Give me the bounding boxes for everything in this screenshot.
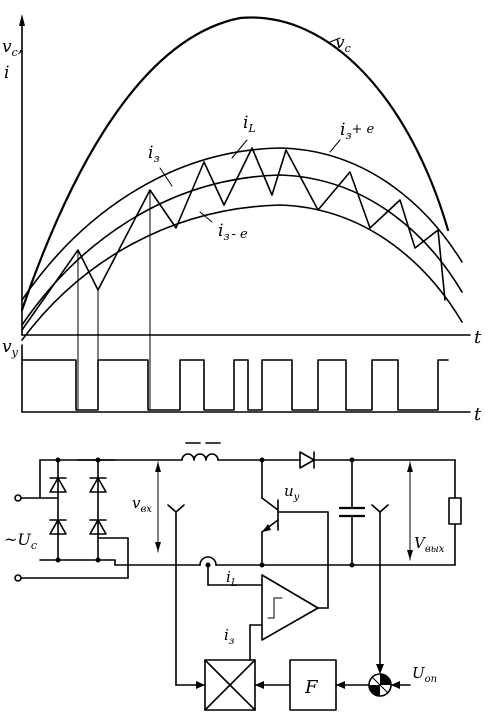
ac-terminal-top: [14, 494, 22, 502]
curve-iL: [21, 147, 446, 331]
y-axis-label-i: i: [4, 63, 9, 83]
curve-upper-band-label: iз+ e: [340, 120, 374, 142]
switch-label: uy: [284, 482, 300, 503]
summing-junction: [335, 664, 411, 697]
t-axis-bottom-label: t: [474, 404, 482, 425]
filter-label: F: [304, 677, 319, 698]
waveform-plot: t vc, i vc iL iз iз+ e: [2, 14, 482, 425]
multiplier-block: [175, 659, 256, 711]
curve-iz-leader: [159, 167, 173, 187]
inductor: [181, 453, 219, 461]
hysteresis-comparator: [249, 574, 329, 661]
pwm-signal: [21, 359, 449, 411]
curve-upper-band-leader: [329, 139, 341, 153]
curve-lower-band-leader: [199, 211, 213, 223]
output-diode: [299, 451, 315, 469]
curve-iL-leader: [231, 139, 248, 159]
v-out-probe: [371, 504, 389, 513]
curve-vc-label: vc: [335, 33, 351, 55]
v-in-label: vвх: [132, 494, 152, 515]
curve-iz: [21, 174, 463, 326]
v-in-probe: [167, 504, 185, 513]
curve-vc: [20, 16, 450, 312]
current-sense-label: iL: [226, 568, 238, 589]
y-axis-label-vc: vc,: [2, 37, 23, 59]
switch-transistor: uy: [261, 459, 329, 609]
load-resistor: [448, 497, 462, 525]
curve-lower-band: [21, 204, 463, 341]
current-sensor: [199, 556, 217, 566]
curve-iL-label: iL: [243, 113, 256, 135]
y-axis-bottom-label: vу: [2, 337, 19, 359]
t-axis-top-label: t: [474, 327, 482, 348]
curve-vc-leader: [329, 37, 341, 43]
v-out-label: Vвых: [414, 534, 445, 555]
curve-iz-label: iз: [148, 143, 159, 165]
curve-lower-band-label: iз- e: [218, 221, 248, 243]
ref-current-label: iз: [224, 626, 234, 647]
input-label: ~Uc: [4, 530, 37, 552]
filter-block: F: [254, 659, 337, 711]
ac-terminal-bottom: [14, 574, 22, 582]
y-axis-top-arrow: [19, 14, 25, 26]
curve-upper-band: [21, 147, 463, 301]
diode-bridge: [39, 457, 129, 563]
reference-label: Uоп: [412, 664, 437, 685]
circuit: ~Uc: [4, 442, 462, 711]
